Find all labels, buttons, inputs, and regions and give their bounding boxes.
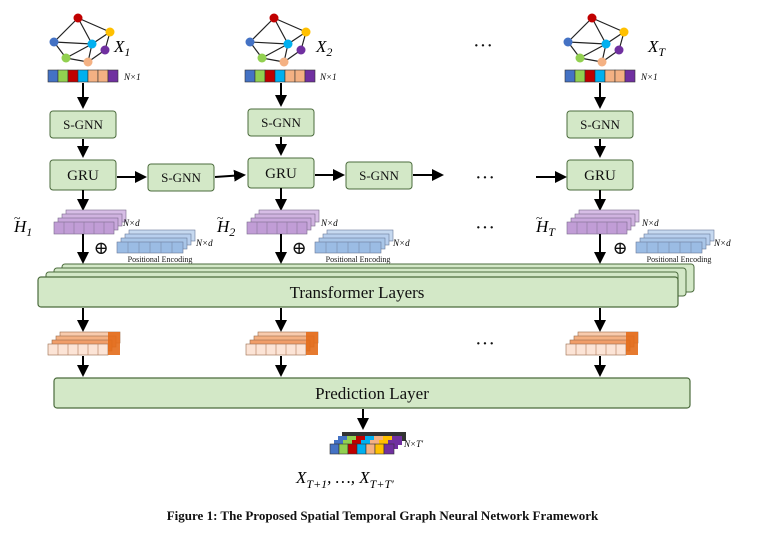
oplus-symbol: ⊕ bbox=[612, 238, 627, 258]
graph-node bbox=[587, 13, 597, 23]
positional-encoding-1: N×d Positional Encoding bbox=[116, 229, 213, 264]
svg-text:S-GNN: S-GNN bbox=[261, 115, 301, 130]
graph-node bbox=[301, 27, 311, 37]
ellipsis: ··· bbox=[475, 333, 495, 355]
sgnn-box: S-GNN bbox=[345, 161, 413, 190]
graph-node bbox=[279, 57, 289, 67]
graph-node bbox=[100, 45, 110, 55]
svg-text:N×d: N×d bbox=[320, 218, 338, 228]
graph-node bbox=[601, 39, 611, 49]
svg-text:S-GNN: S-GNN bbox=[359, 168, 399, 183]
gru-box: GRU bbox=[49, 159, 117, 191]
graph-node bbox=[257, 53, 267, 63]
sgnn-box: S-GNN bbox=[247, 108, 315, 137]
ellipsis: ··· bbox=[473, 35, 493, 57]
input-size-label: N×1 bbox=[640, 72, 658, 82]
transformer-layers: Transformer Layers bbox=[37, 263, 695, 308]
svg-text:S-GNN: S-GNN bbox=[161, 170, 201, 185]
graph-node bbox=[283, 39, 293, 49]
oplus-symbol: ⊕ bbox=[93, 238, 108, 258]
sgnn-box: S-GNN bbox=[147, 163, 215, 192]
output-tensor: N×T′ bbox=[329, 432, 424, 455]
graph-node bbox=[105, 27, 115, 37]
graph-t bbox=[563, 13, 629, 67]
column-t: XT N×1 S-GNN GRU bbox=[563, 13, 666, 211]
svg-text:Positional Encoding: Positional Encoding bbox=[647, 255, 712, 264]
ellipsis: ··· bbox=[475, 217, 495, 239]
graph-node bbox=[563, 37, 573, 47]
hidden-state-2: H2 ~ N×d bbox=[216, 209, 338, 239]
graph-2 bbox=[245, 13, 311, 67]
output-label: XT+1, …, XT+T′ bbox=[295, 468, 394, 491]
svg-text:N×T′: N×T′ bbox=[403, 439, 424, 449]
input-vector-t bbox=[564, 69, 636, 83]
ellipsis: ··· bbox=[475, 167, 495, 189]
graph-node bbox=[296, 45, 306, 55]
gru-box: GRU bbox=[247, 157, 315, 189]
column-2: X2 N×1 S-GNN GRU bbox=[244, 13, 337, 211]
graph-node bbox=[49, 37, 59, 47]
svg-text:S-GNN: S-GNN bbox=[580, 117, 620, 132]
graph-label: XT bbox=[647, 37, 666, 59]
input-size-label: N×1 bbox=[319, 72, 337, 82]
svg-text:N×d: N×d bbox=[122, 218, 140, 228]
svg-text:S-GNN: S-GNN bbox=[63, 117, 103, 132]
graph-label: X1 bbox=[113, 37, 130, 59]
svg-text:Positional Encoding: Positional Encoding bbox=[128, 255, 193, 264]
svg-text:N×d: N×d bbox=[641, 218, 659, 228]
prediction-layer: Prediction Layer bbox=[53, 377, 691, 409]
svg-text:H2: H2 bbox=[216, 217, 235, 239]
svg-text:GRU: GRU bbox=[584, 168, 616, 184]
graph-node bbox=[614, 45, 624, 55]
svg-text:GRU: GRU bbox=[265, 166, 297, 182]
svg-text:~: ~ bbox=[536, 211, 543, 225]
transformer-output-2 bbox=[245, 331, 319, 356]
transformer-output-t bbox=[565, 331, 639, 356]
column-1: X1 N×1 S-GNN GRU bbox=[47, 13, 141, 211]
input-vector-1 bbox=[47, 69, 119, 83]
graph-node bbox=[61, 53, 71, 63]
input-size-label: N×1 bbox=[123, 72, 141, 82]
positional-encoding-t: N×d Positional Encoding bbox=[635, 229, 731, 264]
hidden-state-t: HT ~ N×d bbox=[535, 209, 659, 239]
graph-node bbox=[575, 53, 585, 63]
oplus-symbol: ⊕ bbox=[291, 238, 306, 258]
svg-text:Positional Encoding: Positional Encoding bbox=[326, 255, 391, 264]
gru-box: GRU bbox=[566, 159, 634, 191]
graph-node bbox=[619, 27, 629, 37]
svg-text:GRU: GRU bbox=[67, 168, 99, 184]
graph-node bbox=[245, 37, 255, 47]
svg-text:Transformer Layers: Transformer Layers bbox=[290, 283, 425, 302]
input-vector-2 bbox=[244, 69, 316, 83]
graph-node bbox=[87, 39, 97, 49]
graph-node bbox=[73, 13, 83, 23]
svg-text:N×d: N×d bbox=[392, 238, 410, 248]
svg-text:HT: HT bbox=[535, 217, 556, 239]
graph-node bbox=[269, 13, 279, 23]
svg-text:N×d: N×d bbox=[713, 238, 731, 248]
hidden-state-1: H1 ~ N×d bbox=[13, 209, 140, 239]
svg-text:Prediction Layer: Prediction Layer bbox=[315, 384, 429, 403]
graph-node bbox=[83, 57, 93, 67]
svg-text:~: ~ bbox=[217, 211, 224, 225]
graph-1 bbox=[49, 13, 115, 67]
sgnn-box: S-GNN bbox=[566, 110, 634, 139]
svg-text:H1: H1 bbox=[13, 217, 32, 239]
graph-node bbox=[597, 57, 607, 67]
svg-text:~: ~ bbox=[14, 211, 21, 225]
graph-label: X2 bbox=[315, 37, 332, 59]
positional-encoding-2: N×d Positional Encoding bbox=[314, 229, 410, 264]
transformer-output-1 bbox=[47, 331, 121, 356]
sgnn-box: S-GNN bbox=[49, 110, 117, 139]
figure-caption: Figure 1: The Proposed Spatial Temporal … bbox=[166, 508, 599, 523]
svg-text:N×d: N×d bbox=[195, 238, 213, 248]
